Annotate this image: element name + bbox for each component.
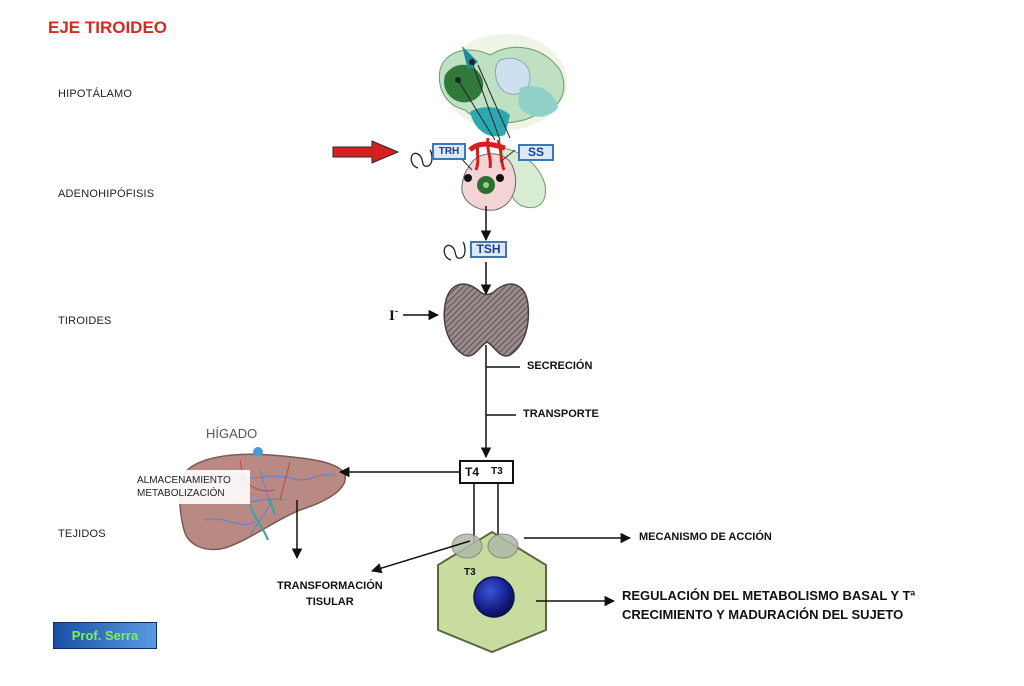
page-title: EJE TIROIDEO bbox=[48, 18, 168, 37]
hormone-trh: TRH bbox=[432, 143, 466, 160]
transformation-label: TRANSFORMACIÓN TISULAR bbox=[277, 580, 383, 608]
mechanism-label: MECANISMO DE ACCIÓN bbox=[639, 531, 772, 543]
brain-illustration bbox=[438, 34, 567, 141]
feedback-glyph-tsh bbox=[443, 241, 466, 261]
level-thyroid: TIROIDES bbox=[58, 315, 112, 327]
cell-nucleus bbox=[473, 576, 515, 618]
author-badge: Prof. Serra bbox=[53, 622, 157, 649]
liver-label: HÍGADO bbox=[206, 426, 258, 441]
effects-label: REGULACIÓN DEL METABOLISMO BASAL Y Tª CR… bbox=[622, 588, 916, 622]
target-cell bbox=[437, 530, 547, 654]
t3-label: T3 bbox=[491, 466, 503, 477]
liver-role-label: ALMACENAMIENTO METABOLIZACIÓN bbox=[137, 475, 231, 499]
arrow-to-transformation bbox=[370, 540, 471, 574]
hormone-tsh: TSH bbox=[470, 241, 507, 258]
iodide-label: I- bbox=[389, 306, 399, 324]
t4-label: T4 bbox=[465, 465, 480, 479]
level-hypothalamus: HIPOTÁLAMO bbox=[58, 88, 133, 100]
level-adenohypophysis: ADENOHIPÓFISIS bbox=[58, 188, 155, 200]
t3-cell-label: T3 bbox=[464, 567, 476, 578]
level-tissues: TEJIDOS bbox=[58, 528, 106, 540]
transport-label: TRANSPORTE bbox=[523, 408, 599, 420]
pointer-arrow bbox=[332, 140, 400, 164]
thyroid-illustration bbox=[443, 283, 530, 357]
hormone-ss: SS bbox=[518, 144, 554, 161]
feedback-glyph-trh bbox=[410, 149, 433, 169]
liver-illustration bbox=[135, 447, 346, 551]
secretion-label: SECRECIÓN bbox=[527, 360, 593, 372]
pituitary-illustration bbox=[457, 137, 546, 211]
